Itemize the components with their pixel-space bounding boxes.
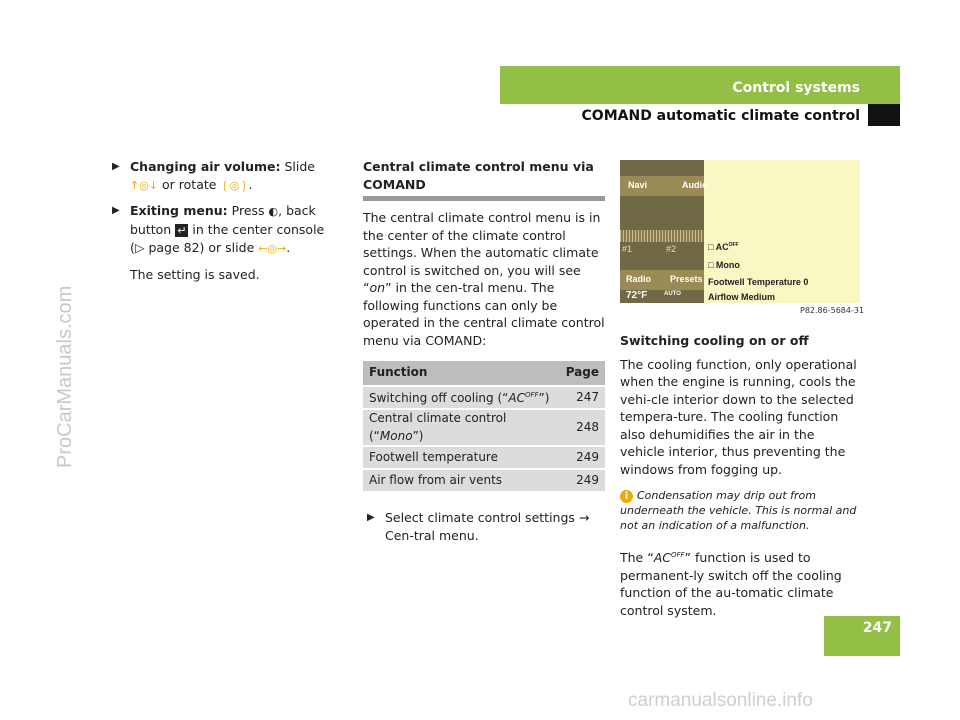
instruction-text: Select climate control settings → Cen-tr… bbox=[385, 510, 590, 543]
table-row: Air flow from air vents 249 bbox=[363, 468, 605, 491]
table-header-row: Function Page bbox=[363, 361, 605, 386]
cooling-paragraph: The cooling function, only operational w… bbox=[620, 356, 857, 477]
section-title: Control systems bbox=[732, 80, 860, 96]
setting-saved-text: The setting is saved. bbox=[130, 266, 260, 282]
screen-temperature: 72°F bbox=[626, 290, 648, 301]
instruction-changing-air-volume: ▶ Changing air volume: Slide ↑◎↓ or rota… bbox=[108, 158, 338, 194]
subsection-title: COMAND automatic climate control bbox=[581, 108, 860, 124]
screen-radio-label: Radio bbox=[626, 274, 652, 284]
info-text: Condensation may drip out from underneat… bbox=[620, 489, 857, 532]
intro-text: ” in the cen-tral menu. The following fu… bbox=[363, 280, 605, 348]
instruction-label: Exiting menu: bbox=[130, 203, 228, 218]
ac-off-paragraph: The “ACOFF” function is used to permanen… bbox=[620, 550, 842, 618]
table-header-function: Function bbox=[363, 361, 560, 386]
column-1: ▶ Changing air volume: Slide ↑◎↓ or rota… bbox=[108, 158, 338, 283]
comand-screen-figure: Navi Audio #1 #2 Radio Presets 72°F AUTO… bbox=[620, 160, 860, 303]
instruction-text: in the center console (▷ page 82) or sli… bbox=[130, 221, 325, 256]
intro-paragraph: The central climate control menu is in t… bbox=[363, 209, 605, 349]
screen-channel-2: #2 bbox=[666, 244, 677, 254]
screen-top-bar bbox=[620, 176, 704, 196]
instruction-text: or rotate bbox=[162, 176, 217, 192]
screen-menu-ac-off: □ ACOFF bbox=[708, 242, 739, 252]
header-tab bbox=[868, 104, 900, 126]
table-header-page: Page bbox=[559, 361, 605, 386]
bottom-watermark: carmanualsonline.info bbox=[628, 690, 813, 711]
page-number: 247 bbox=[862, 620, 892, 636]
figure-id: P82.86-5684-31 bbox=[800, 306, 865, 315]
bullet-arrow-icon: ▶ bbox=[112, 161, 120, 172]
screen-station-strip bbox=[620, 230, 704, 242]
screen-bottom-bar bbox=[620, 270, 704, 290]
instruction-exiting-menu: ▶ Exiting menu: Press ◐, back button ↵ i… bbox=[108, 202, 338, 258]
table-cell-page: 248 bbox=[559, 408, 605, 446]
back-button-icon: ↵ bbox=[175, 223, 189, 237]
screen-menu-airflow: Airflow Medium bbox=[708, 292, 775, 302]
instruction-select-settings: ▶ Select climate control settings → Cen-… bbox=[363, 509, 605, 544]
table-cell-page: 249 bbox=[559, 445, 605, 469]
table-cell-page: 249 bbox=[559, 468, 605, 491]
intro-text: The central climate control menu is in t… bbox=[363, 210, 601, 295]
instruction-text: Press bbox=[231, 203, 265, 218]
controller-slide-icon: ↑◎↓ bbox=[130, 178, 159, 192]
intro-emphasis: on bbox=[369, 280, 386, 295]
table-cell-function: Central climate control (“Mono”) bbox=[363, 408, 560, 446]
column-3: Switching cooling on or off The cooling … bbox=[620, 332, 860, 619]
table-row: Switching off cooling (“ACOFF”) 247 bbox=[363, 385, 605, 409]
column-2: Central climate control menu via COMAND … bbox=[363, 158, 605, 552]
instruction-text: . bbox=[286, 240, 291, 255]
table-row: Central climate control (“Mono”) 248 bbox=[363, 408, 605, 446]
screen-audio-label: Audio bbox=[682, 180, 708, 190]
instruction-text: Slide bbox=[284, 159, 315, 174]
instruction-label: Changing air volume: bbox=[130, 159, 281, 174]
page-number-box: 247 bbox=[824, 616, 900, 656]
function-table: Function Page Switching off cooling (“AC… bbox=[363, 361, 605, 491]
instruction-text: , back button bbox=[130, 203, 316, 237]
table-cell-page: 247 bbox=[559, 385, 605, 409]
screen-menu-mono: □ Mono bbox=[708, 260, 740, 270]
controller-press-icon: ◐ bbox=[268, 205, 279, 218]
screen-navi-label: Navi bbox=[628, 180, 648, 190]
table-cell-function: Footwell temperature bbox=[363, 445, 560, 469]
table-row: Footwell temperature 249 bbox=[363, 445, 605, 469]
screen-menu-footwell: Footwell Temperature 0 bbox=[708, 277, 809, 287]
screen-auto-label: AUTO bbox=[664, 291, 681, 297]
screen-channel-1: #1 bbox=[622, 244, 633, 254]
table-cell-function: Switching off cooling (“ACOFF”) bbox=[363, 385, 560, 409]
controller-slide-horizontal-icon: ←◎→ bbox=[258, 242, 287, 255]
side-watermark: ProCarManuals.com bbox=[54, 285, 76, 468]
bullet-arrow-icon: ▶ bbox=[112, 205, 120, 216]
header-bar bbox=[500, 66, 900, 104]
screen-presets-label: Presets bbox=[670, 274, 703, 284]
controller-rotate-icon: ❲◎❳ bbox=[220, 178, 249, 192]
section-heading: Central climate control menu via COMAND bbox=[363, 158, 605, 201]
info-icon: i bbox=[620, 490, 633, 503]
instruction-text: . bbox=[248, 176, 253, 192]
cooling-heading: Switching cooling on or off bbox=[620, 333, 809, 348]
table-cell-function: Air flow from air vents bbox=[363, 468, 560, 491]
bullet-arrow-icon: ▶ bbox=[367, 512, 375, 523]
